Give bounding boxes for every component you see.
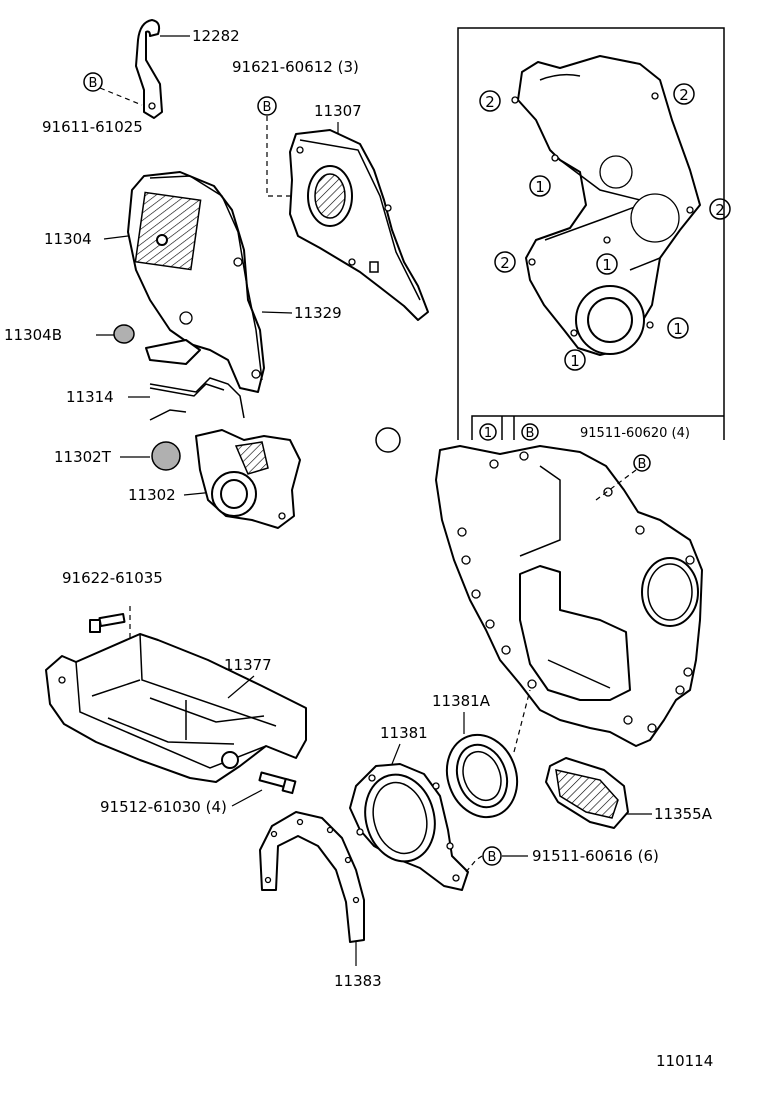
callout-12282: 12282	[192, 27, 240, 45]
bolt-marker-b-2: B	[257, 96, 277, 116]
part-11307: 91621-60612 (3) B 11307	[232, 58, 429, 321]
inset-legend-row: 1 B 91511-60620 (4)	[479, 423, 690, 441]
bolt-marker-b-3: B	[633, 454, 651, 472]
callout-91611-61025: 91611-61025	[42, 118, 143, 136]
part-12282: 12282 B 91611-61025	[42, 19, 240, 136]
part-11381: 11381	[349, 724, 483, 891]
part-11302: 11302	[128, 409, 401, 529]
callout-91511-60620: 91511-60620 (4)	[580, 426, 690, 441]
callout-11381: 11381	[380, 724, 428, 742]
part-11304: 11304 11329	[44, 171, 342, 393]
part-11383: 11383	[259, 811, 382, 990]
callout-11383: 11383	[334, 972, 382, 990]
key-marker-2-b: 2	[673, 83, 695, 105]
figure-id: 110114	[656, 1052, 713, 1070]
bolt-marker-b-4: B	[482, 846, 502, 866]
callout-91511-60616: 91511-60616 (6)	[532, 847, 659, 865]
key-marker-1-c: 1	[667, 317, 689, 339]
part-11304B: 11304B	[4, 324, 135, 344]
marker-label: B	[488, 850, 497, 865]
part-11355A: 11355A	[545, 757, 713, 829]
part-rear-end-plate: B	[435, 445, 703, 747]
key-marker-1-d: 1	[564, 349, 586, 371]
part-11381A: 11381A	[432, 689, 531, 819]
marker-label: 2	[679, 86, 689, 104]
marker-label: B	[89, 76, 98, 91]
callout-11377: 11377	[224, 656, 272, 674]
part-11377: 91622-61035 11377 91512-61030 (4)	[45, 569, 307, 816]
marker-label: 1	[570, 352, 580, 370]
key-marker-1-a: 1	[529, 175, 551, 197]
marker-label: 1	[602, 256, 612, 274]
callout-11304B: 11304B	[4, 326, 62, 344]
callout-91621-60612: 91621-60612 (3)	[232, 58, 359, 76]
marker-label: B	[263, 100, 272, 115]
marker-label: 2	[500, 254, 510, 272]
marker-label: 1	[673, 320, 683, 338]
key-marker-2-c: 2	[709, 198, 731, 220]
callout-11381A: 11381A	[432, 692, 491, 710]
marker-label: 1	[484, 426, 492, 441]
part-11302T: 11302T	[54, 441, 181, 471]
callout-group-91511-60616: B 91511-60616 (6)	[482, 846, 659, 866]
callout-11307: 11307	[314, 102, 362, 120]
inset-timing-cover	[517, 55, 701, 356]
bolt-marker-b-1: B	[83, 72, 103, 92]
key-marker-2-a: 2	[479, 90, 501, 112]
bolt-91512	[258, 771, 297, 795]
key-marker-1-b: 1	[596, 253, 618, 275]
marker-label: B	[638, 457, 647, 472]
callout-11314: 11314	[66, 388, 114, 406]
bolt-91622	[89, 612, 126, 633]
callout-11302: 11302	[128, 486, 176, 504]
callout-11329: 11329	[294, 304, 342, 322]
callout-91622-61035: 91622-61035	[62, 569, 163, 587]
key-marker-2-d: 2	[494, 251, 516, 273]
callout-11302T: 11302T	[54, 448, 112, 466]
inset-detail: 2 2 2 2 1 1 1 1	[457, 27, 731, 441]
callout-11304: 11304	[44, 230, 92, 248]
marker-label: 2	[715, 201, 725, 219]
callout-91512-61030: 91512-61030 (4)	[100, 798, 227, 816]
marker-label: 2	[485, 93, 495, 111]
callout-11355A: 11355A	[654, 805, 713, 823]
part-11314: 11314	[66, 377, 245, 419]
marker-label: 1	[535, 178, 545, 196]
marker-label: B	[526, 426, 535, 441]
